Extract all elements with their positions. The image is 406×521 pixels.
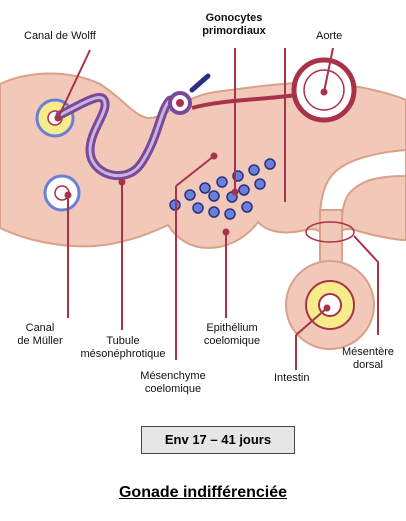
leader-dot-gonocytes <box>231 188 239 196</box>
label-intestin: Intestin <box>274 372 310 384</box>
label-tubule-line2: mésonéphrotique <box>80 348 166 360</box>
gonocyte <box>254 178 266 190</box>
leader-dot-aorte <box>320 88 328 96</box>
gonocyte <box>238 184 250 196</box>
gonocyte <box>192 202 204 214</box>
label-tubule-line1: Tubule <box>106 335 140 347</box>
label-mesentere: Mésentère dorsal <box>330 346 406 372</box>
label-epithelium-line1: Epithélium <box>206 322 258 334</box>
leader-dot-muller <box>64 191 72 199</box>
mesonephric-tubule-lumen <box>58 96 172 178</box>
label-epithelium: Epithélium coelomique <box>194 322 270 348</box>
label-tubule: Tubule mésonéphrotique <box>68 335 178 361</box>
leader-dot-epithelium <box>222 228 230 236</box>
leader-aorte <box>323 47 334 93</box>
label-mesenchyme: Mésenchyme coelomique <box>128 370 218 396</box>
age-caption: Env 17 – 41 jours <box>141 426 295 454</box>
label-canal-muller: Canal de Müller <box>10 322 70 348</box>
label-mesenchyme-line2: coelomique <box>144 383 202 395</box>
leader-lines <box>54 47 379 370</box>
leader-dot-intestin <box>323 304 331 312</box>
label-canal-muller-line2: de Müller <box>17 335 63 347</box>
label-epithelium-line2: coelomique <box>203 335 261 347</box>
leader-dot-wolff <box>54 114 62 122</box>
leader-mesenchyme-diag <box>175 155 215 187</box>
leader-dot-mesenchyme <box>210 152 218 160</box>
label-gonocytes: Gonocytes primordiaux <box>184 12 284 38</box>
gonocyte <box>184 189 196 201</box>
gonocyte <box>248 164 260 176</box>
leader-dot-tubule <box>118 178 126 186</box>
gonocyte <box>208 206 220 218</box>
gonocyte <box>199 182 211 194</box>
gonocyte <box>208 190 220 202</box>
label-gonocytes-line2: primordiaux <box>202 25 266 37</box>
label-canal-wolff: Canal de Wolff <box>24 30 96 42</box>
tubule-vessel-tip <box>189 73 211 93</box>
gonocyte <box>216 176 228 188</box>
label-mesentere-line2: dorsal <box>353 359 383 371</box>
leader-intestin-diag <box>295 307 328 336</box>
figure-title: Gonade indifférenciée <box>118 484 288 501</box>
glomerulus <box>176 99 184 107</box>
label-gonocytes-line1: Gonocytes <box>205 12 263 24</box>
leader-canal-wolff <box>57 49 91 119</box>
gonocyte <box>264 158 276 170</box>
label-canal-muller-line1: Canal <box>25 322 55 334</box>
label-mesenchyme-line1: Mésenchyme <box>140 370 206 382</box>
leader-mesentere <box>353 235 379 335</box>
label-aorte: Aorte <box>316 30 343 42</box>
gonocyte <box>224 208 236 220</box>
gonocyte <box>241 201 253 213</box>
mesentery-marker <box>305 221 355 243</box>
label-mesentere-line1: Mésentère <box>342 346 394 358</box>
